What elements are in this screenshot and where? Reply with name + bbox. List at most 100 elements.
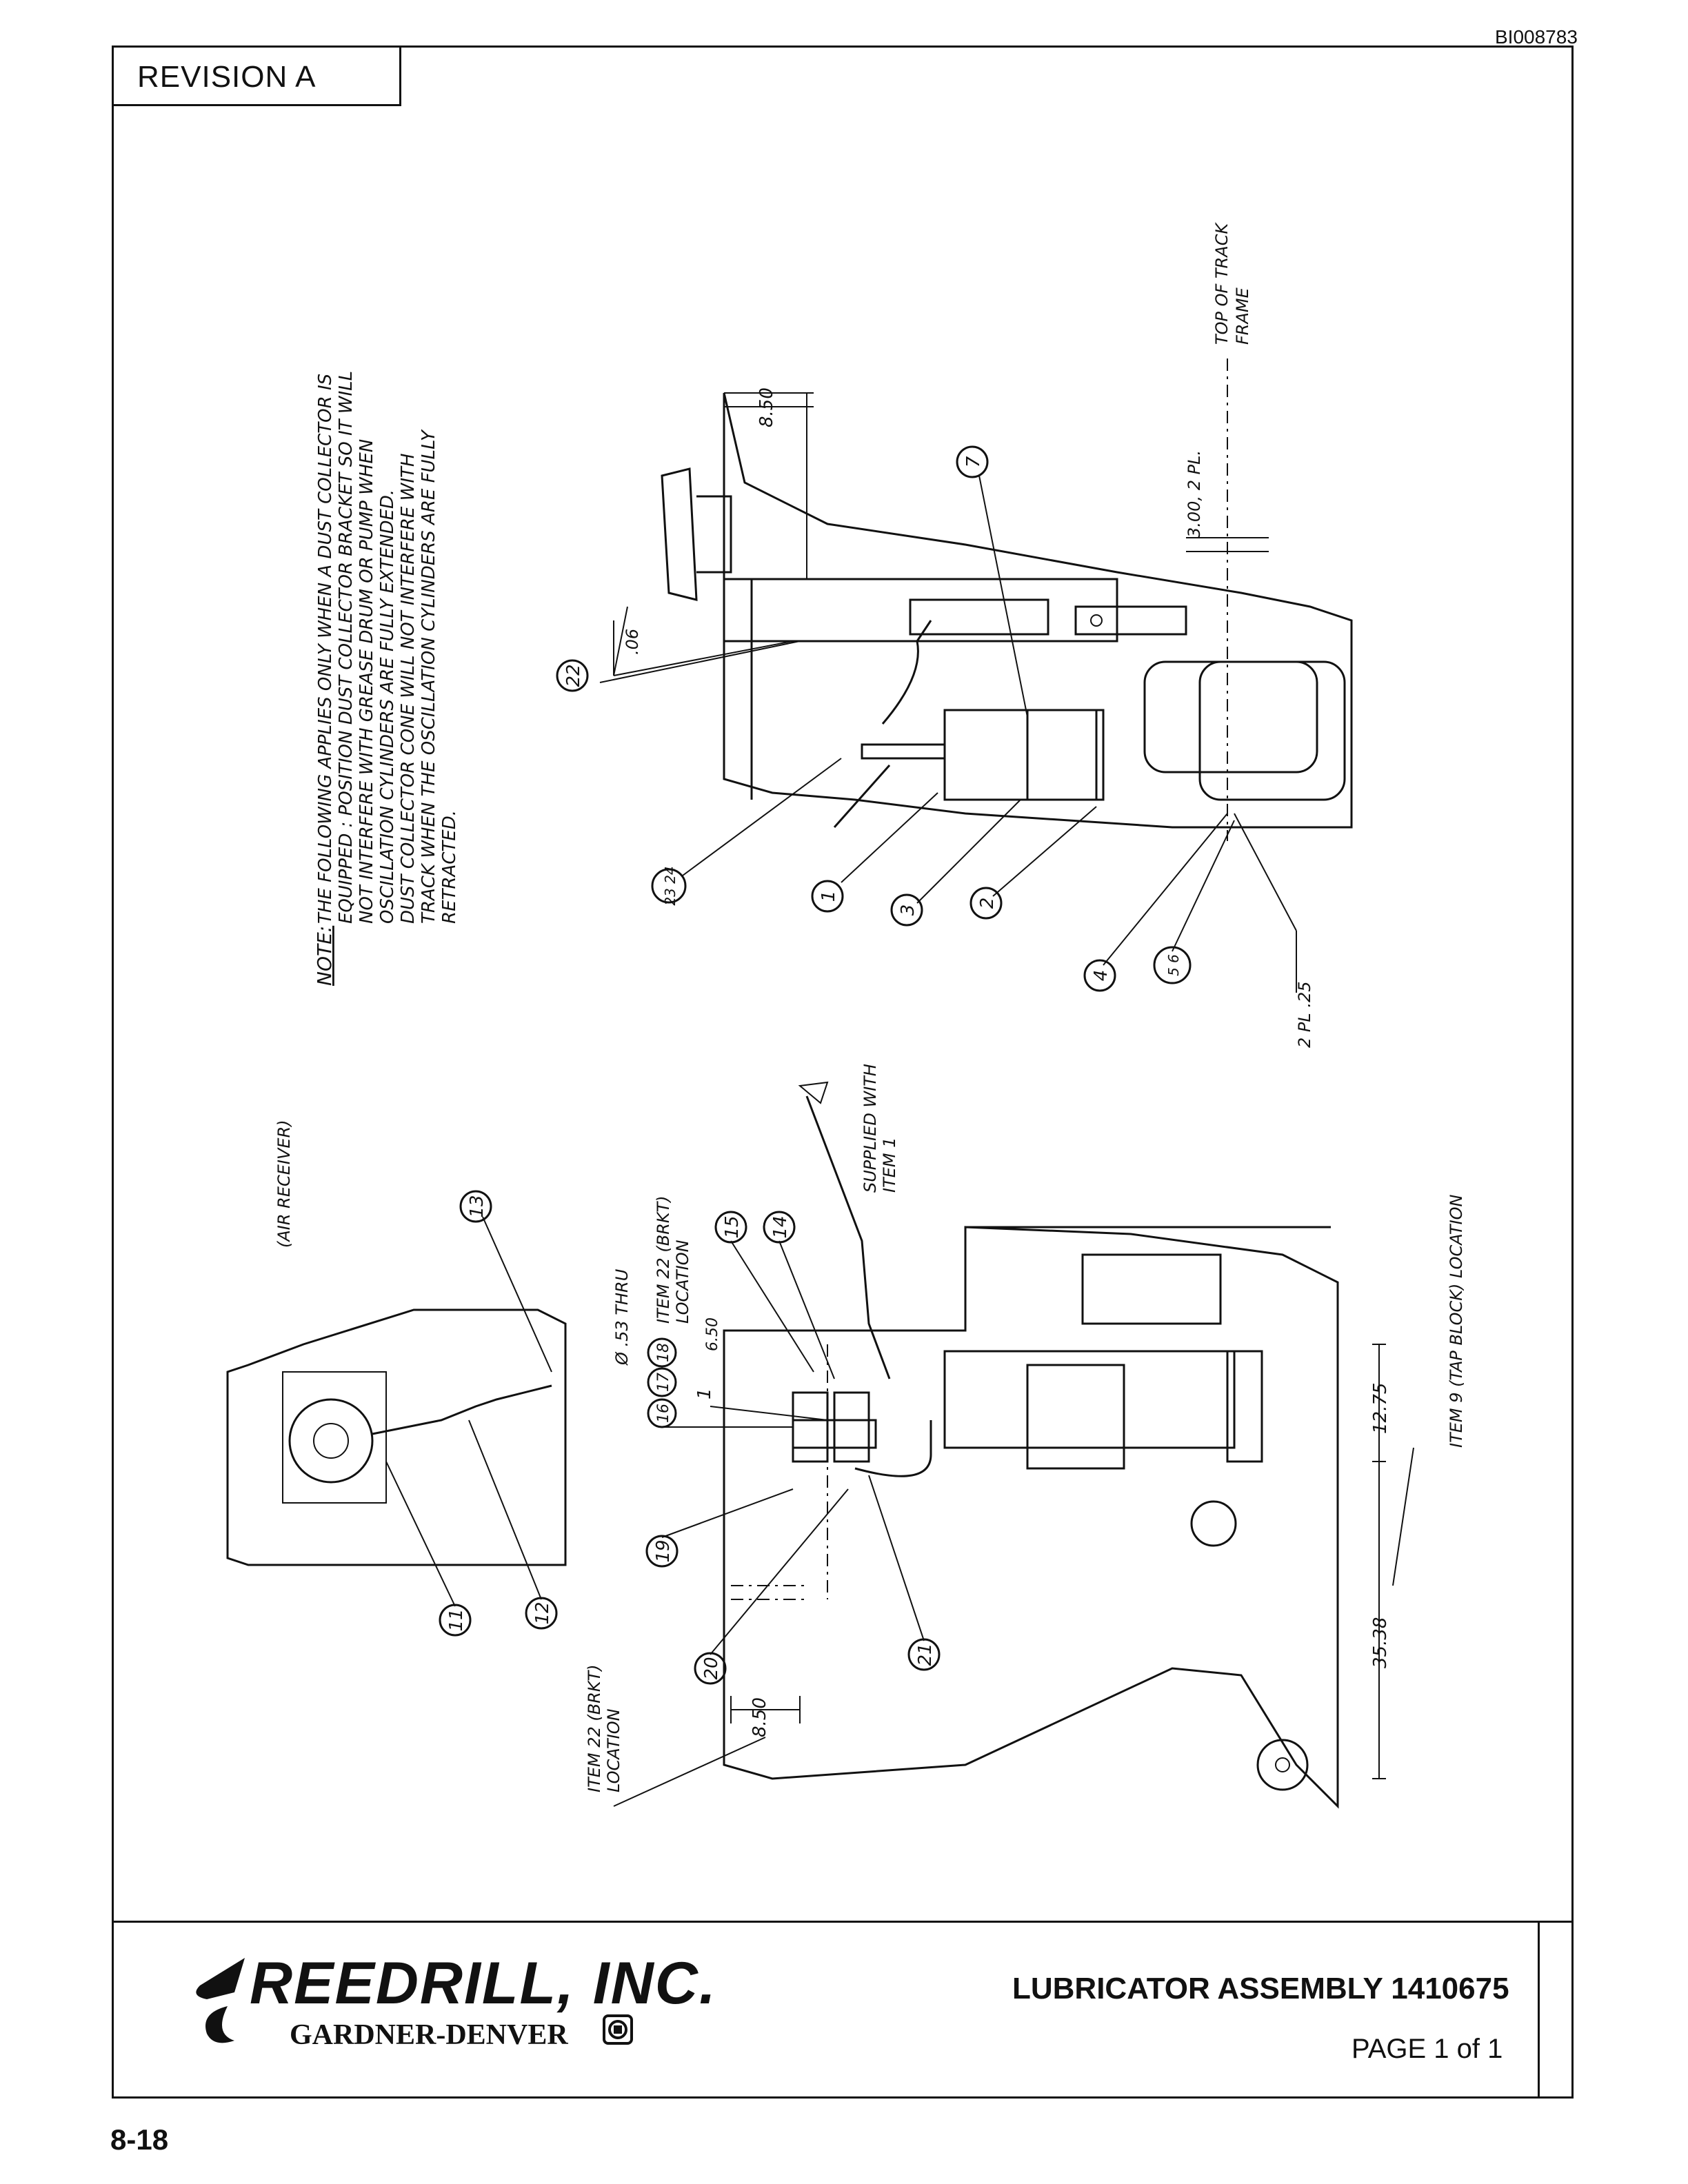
lower-manifold <box>792 1419 877 1449</box>
title-block-divider <box>1538 1921 1540 2099</box>
upper-track-shoe-2 <box>1198 660 1346 801</box>
upper-disc <box>661 467 698 601</box>
document-id: BI008783 <box>1495 26 1578 48</box>
lower-wheel <box>1190 1500 1237 1547</box>
lower-dim-850: 8.50 <box>750 1697 770 1737</box>
leader-3 <box>916 799 1021 904</box>
svg-text:14: 14 <box>770 1215 791 1238</box>
leader-19 <box>661 1488 794 1538</box>
balloon-5-6: 5 6 <box>1153 946 1192 984</box>
svg-text:13: 13 <box>467 1195 488 1217</box>
svg-text:20: 20 <box>701 1657 722 1679</box>
upper-frame-outline <box>723 392 1353 829</box>
svg-text:12: 12 <box>532 1601 553 1624</box>
top-of-track-label-2: FRAME <box>1233 287 1252 345</box>
balloon-12: 12 <box>525 1597 558 1630</box>
lower-dim-1275: 12.75 <box>1370 1383 1391 1434</box>
svg-text:16: 16 <box>655 1404 672 1423</box>
note-line-7: RETRACTED. <box>439 810 460 924</box>
upper-dim-300: 3.00, 2 PL. <box>1185 450 1204 538</box>
item22-bottom-1: ITEM 22 (BRKT) <box>585 1664 604 1792</box>
svg-text:21: 21 <box>915 1643 936 1666</box>
balloon-22: 22 <box>556 659 589 692</box>
lower-regulator <box>833 1391 870 1463</box>
note-line-3: NOT INTERFERE WITH GREASE DRUM OR PUMP W… <box>356 439 377 924</box>
balloon-13: 13 <box>459 1190 492 1223</box>
svg-text:1: 1 <box>818 891 839 902</box>
note-line-1: THE FOLLOWING APPLIES ONLY WHEN A DUST C… <box>315 374 336 924</box>
leader-20 <box>710 1488 849 1655</box>
air-receiver-outline <box>226 1308 567 1566</box>
supplied-with-1: SUPPLIED WITH <box>861 1064 880 1193</box>
leader-4 <box>1103 813 1228 966</box>
upper-cross-member <box>724 578 1118 643</box>
svg-text:2: 2 <box>977 898 998 909</box>
leader-1-lower <box>710 1406 828 1421</box>
upper-nozzle <box>861 743 946 760</box>
leader-5 <box>1172 820 1235 952</box>
air-receiver-lubricator <box>288 1398 374 1484</box>
supplied-with-2: ITEM 1 <box>880 1137 899 1193</box>
lower-dim-650: 6.50 <box>704 1317 721 1351</box>
lower-machine-body <box>723 1226 1339 1809</box>
lower-upper-block <box>1081 1253 1222 1325</box>
lower-supply-hose <box>805 1095 891 1379</box>
svg-text:1: 1 <box>694 1388 715 1399</box>
upper-disc-hub <box>696 495 732 574</box>
leader-2 <box>992 806 1097 897</box>
dia-thru-label: Ø .53 THRU <box>612 1268 632 1366</box>
page-number: 8-18 <box>110 2123 169 2156</box>
upper-hose <box>833 765 891 828</box>
lower-end-cap <box>1226 1350 1263 1463</box>
svg-text:5 6: 5 6 <box>1165 954 1182 976</box>
svg-text:15: 15 <box>722 1215 743 1238</box>
note-line-2: EQUIPPED : POSITION DUST COLLECTOR BRACK… <box>336 371 356 924</box>
tap-block-label: ITEM 9 (TAP BLOCK) LOCATION <box>1447 1194 1466 1448</box>
note-line-6: TRACK WHEN THE OSCILLATION CYLINDERS ARE… <box>419 429 439 924</box>
balloon-15: 15 <box>714 1211 747 1244</box>
balloon-2: 2 <box>969 887 1003 920</box>
upper-cylinder <box>909 598 1049 636</box>
title-block-separator <box>112 1921 1574 1923</box>
leader-item22-bottom <box>613 1737 766 1807</box>
svg-text:18: 18 <box>655 1343 672 1362</box>
revision-box: REVISION A <box>112 46 401 106</box>
air-receiver-plate <box>282 1371 387 1504</box>
drawing-title: LUBRICATOR ASSEMBLY 1410675 <box>1012 1972 1509 2005</box>
svg-text:7: 7 <box>963 456 984 467</box>
upper-pump-body <box>943 709 1098 801</box>
balloon-23-24: 23 24 <box>651 866 687 906</box>
company-name: REEDRILL, INC. <box>250 1950 717 2016</box>
leader-21 <box>868 1475 925 1641</box>
leader-14 <box>778 1240 835 1379</box>
balloon-11: 11 <box>439 1604 472 1637</box>
balloon-17: 17 <box>647 1367 677 1397</box>
svg-text:3: 3 <box>898 904 918 916</box>
balloon-14: 14 <box>763 1211 796 1244</box>
swirl-logo-icon <box>196 1958 245 2043</box>
balloon-1: 1 <box>811 880 844 913</box>
upper-pump-cap <box>1026 709 1105 801</box>
lower-block-inner <box>1026 1364 1125 1470</box>
balloon-21: 21 <box>907 1638 941 1671</box>
balloon-20: 20 <box>694 1652 727 1685</box>
lower-cylinder-block <box>943 1350 1236 1449</box>
svg-text:23 24: 23 24 <box>662 866 679 905</box>
leader-23 <box>682 758 842 876</box>
balloon-1-lower: 1 <box>694 1388 715 1399</box>
leader-7 <box>978 475 1028 718</box>
svg-text:11: 11 <box>446 1608 467 1631</box>
upper-rod <box>1074 605 1187 636</box>
item22-bottom-2: LOCATION <box>604 1708 623 1792</box>
page-indicator: PAGE 1 of 1 <box>1352 2034 1503 2064</box>
upper-pin <box>1090 614 1103 627</box>
note-block: NOTE: THE FOLLOWING APPLIES ONLY WHEN A … <box>313 371 460 986</box>
division-name: GARDNER-DENVER <box>290 2019 568 2051</box>
upper-view: 8.50 TOP OF TRACK FRAME 3.00, 2 PL. .06 … <box>556 222 1353 1048</box>
drawing-frame <box>112 46 1574 2099</box>
upper-weld-06: .06 <box>623 629 642 655</box>
top-of-track-label-1: TOP OF TRACK <box>1212 222 1232 345</box>
item22-top-2: LOCATION <box>673 1240 692 1324</box>
lower-filter <box>792 1391 829 1463</box>
